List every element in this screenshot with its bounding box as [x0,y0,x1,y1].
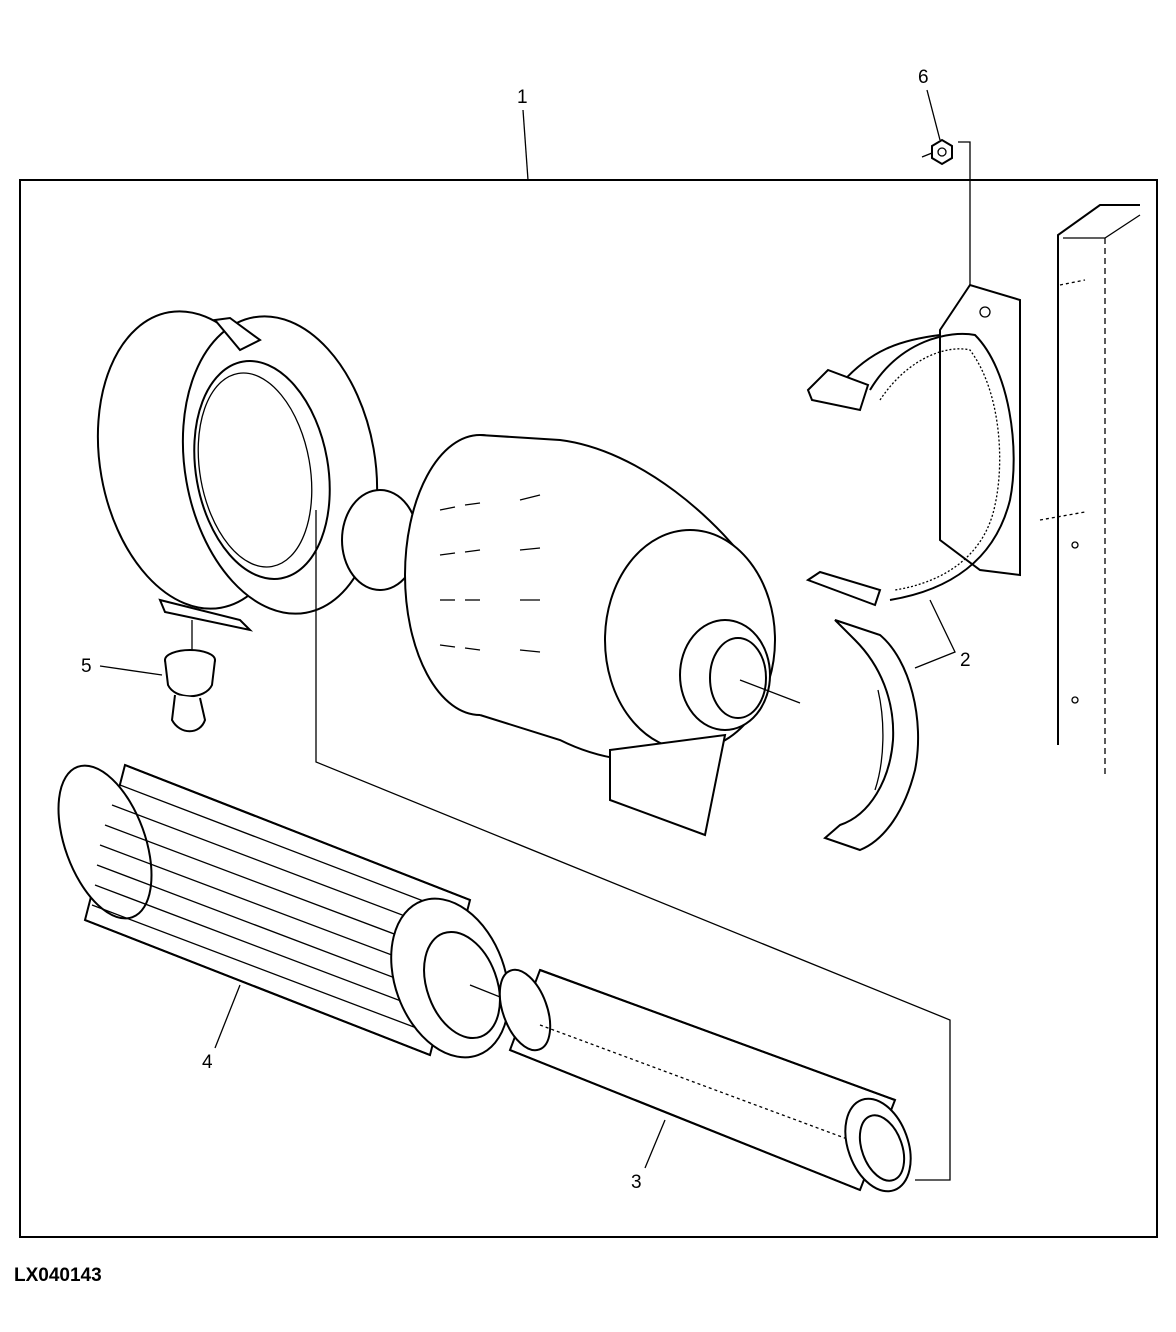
secondary-filter-element-part-3 [469,968,912,1193]
flange-nut-part-6 [921,138,971,330]
mounting-panel [1039,204,1141,775]
callout-4: 4 [202,1052,213,1073]
primary-filter-element-part-4 [57,763,510,1059]
leader-line-6 [926,89,941,141]
leader-line-1 [522,109,529,181]
callout-5: 5 [81,656,92,677]
leader-line-5 [99,665,163,676]
leader-line-4 [214,984,241,1049]
vacuator-valve-part-5 [164,620,216,733]
leader-line-3 [644,1119,666,1169]
figure-id-label: LX040143 [14,1265,102,1286]
callout-6: 6 [918,67,929,88]
callout-1: 1 [517,87,528,108]
callout-2: 2 [960,650,971,671]
assembly-frame [19,179,1158,1238]
mounting-bracket-band-part-2 [805,283,1021,852]
air-cleaner-housing [315,434,951,1181]
air-cleaner-cover [96,310,379,632]
callout-3: 3 [631,1172,642,1193]
leader-line-2 [914,599,956,669]
